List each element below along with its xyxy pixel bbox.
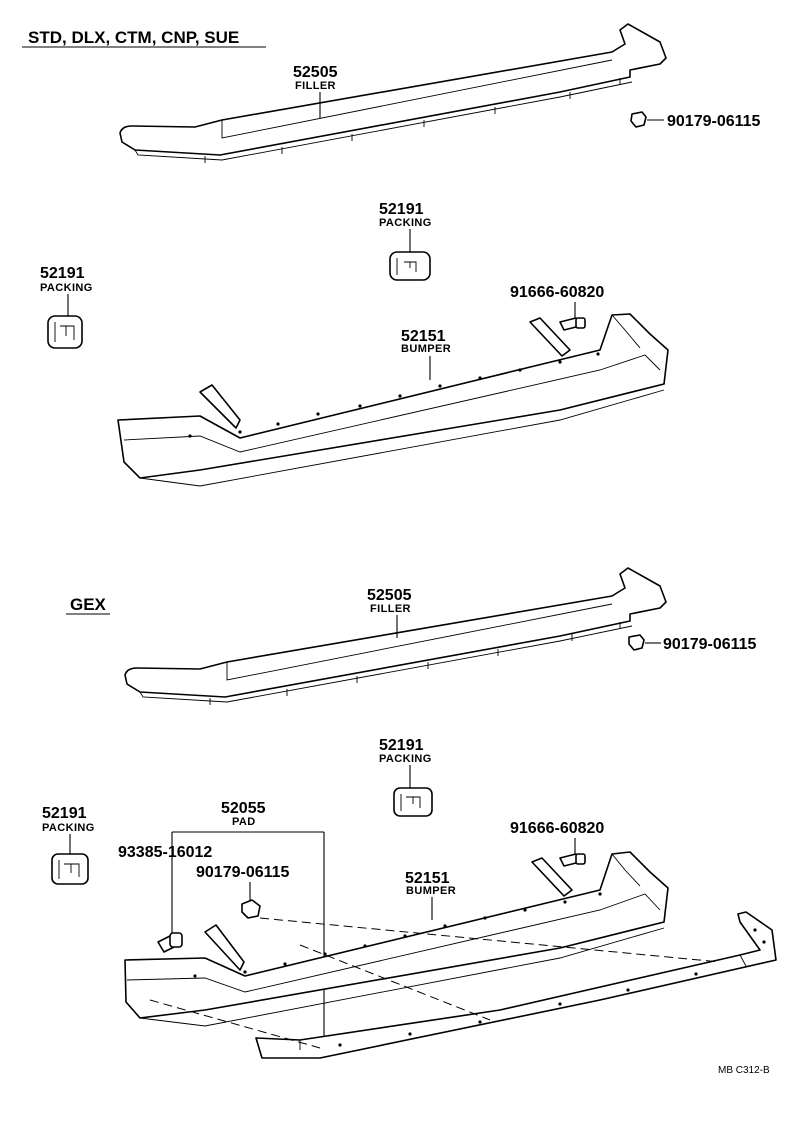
bolt-part-number: 91666-60820 (510, 820, 604, 837)
diagram-code: MB C312-B (718, 1065, 770, 1076)
filler-part (124, 567, 667, 705)
filler-part (119, 23, 667, 163)
pad-clip-part-number: 90179-06115 (196, 864, 290, 881)
bumper-part-number: 52151 (405, 870, 450, 887)
packing-left-name: PACKING (42, 822, 95, 834)
clip-part-number: 90179-06115 (667, 113, 761, 130)
section-header-gex: GEX (70, 595, 107, 614)
pad-part-name: PAD (232, 816, 256, 828)
packing-left-name: PACKING (40, 282, 93, 294)
pad-part-number: 52055 (221, 800, 266, 817)
pad-part (255, 911, 777, 1059)
packing-left-part (47, 315, 83, 349)
bumper-part (117, 313, 669, 487)
bumper-part-number: 52151 (401, 328, 446, 345)
filler-part-name: FILLER (295, 80, 336, 92)
clip-part (628, 634, 645, 651)
bumper-part-name: BUMPER (401, 343, 451, 355)
screw-part-number: 93385-16012 (118, 844, 212, 861)
pad-clip-part (241, 899, 261, 919)
packing-top-name: PACKING (379, 753, 432, 765)
filler-part-number: 52505 (293, 64, 338, 81)
bumper-part (124, 851, 669, 1027)
packing-top-name: PACKING (379, 217, 432, 229)
bolt-part (559, 853, 586, 867)
bumper-part-name: BUMPER (406, 885, 456, 897)
assembly-dashed-line (299, 944, 491, 1021)
bolt-part-number: 91666-60820 (510, 284, 604, 301)
packing-top-number: 52191 (379, 737, 424, 754)
packing-top-number: 52191 (379, 201, 424, 218)
packing-left-number: 52191 (42, 805, 87, 822)
filler-part-number: 52505 (367, 587, 412, 604)
bolt-part (559, 317, 586, 331)
section-header-std: STD, DLX, CTM, CNP, SUE (28, 28, 239, 47)
assembly-dashed-line (149, 999, 321, 1049)
packing-top-part (389, 251, 431, 281)
filler-part-name: FILLER (370, 603, 411, 615)
assembly-dashed-line (259, 917, 721, 963)
packing-left-number: 52191 (40, 265, 85, 282)
packing-left-part (51, 853, 89, 885)
clip-part (630, 111, 647, 128)
clip-part-number: 90179-06115 (663, 636, 757, 653)
screw-part (157, 932, 183, 953)
packing-top-part (393, 787, 433, 817)
